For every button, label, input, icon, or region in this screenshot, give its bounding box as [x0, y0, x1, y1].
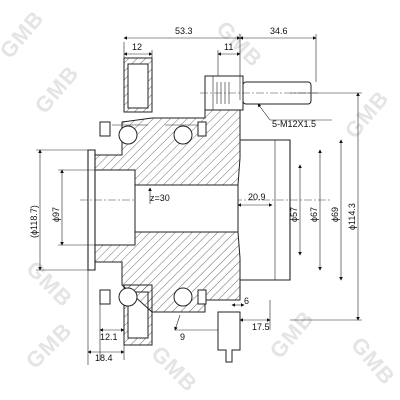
- dim-9: 9: [180, 332, 185, 342]
- dim-97: ϕ97: [51, 207, 61, 222]
- lower-stud: [217, 311, 241, 363]
- watermark-bottom-center: GMB: [146, 341, 202, 397]
- outer-housing: [240, 139, 291, 281]
- dim-17-5: 17.5: [252, 322, 270, 332]
- dim-114-3: ϕ114.3: [347, 203, 357, 230]
- dim-118-7: (ϕ118.7): [29, 205, 39, 238]
- watermark-top-left: GMB: [0, 6, 49, 64]
- seal-lower-right: [197, 289, 207, 305]
- bearing-upper: [99, 121, 207, 145]
- watermark-bottom-left: GMB: [21, 317, 77, 373]
- ball-lower-left: [118, 287, 138, 307]
- watermark-left-mid: GMB: [30, 61, 84, 119]
- dim-69: ϕ69: [330, 207, 340, 222]
- dim-34-6: 34.6: [270, 26, 288, 36]
- watermark-right-mid: GMB: [340, 86, 394, 144]
- watermark-bottom-right: GMB: [346, 332, 400, 390]
- seal-upper-right: [197, 121, 207, 137]
- ball-upper-right: [173, 125, 193, 145]
- seal-lower-left: [99, 289, 111, 305]
- hub-body-lower: [94, 231, 241, 313]
- dim-67: ϕ67: [309, 207, 319, 222]
- dim-11: 11: [224, 42, 233, 52]
- seal-upper-left: [99, 121, 111, 137]
- dim-6: 6: [244, 296, 249, 306]
- dim-stud-thread: 5-M12X1.5: [272, 119, 316, 129]
- watermark-top-center: GMB: [211, 16, 267, 72]
- dim-teeth: z=30: [150, 193, 170, 203]
- dim-53-3: 53.3: [175, 26, 193, 36]
- ball-lower-right: [173, 287, 193, 307]
- watermark-left-lower: GMB: [21, 256, 77, 312]
- dim-12: 12: [132, 42, 142, 52]
- watermark-right-lower: GMB: [265, 306, 319, 364]
- wheel-flange: [123, 57, 153, 346]
- bearing-lower: [99, 287, 207, 307]
- inner-race-outline: [87, 149, 96, 271]
- dim-20-9: 20.9: [248, 192, 266, 202]
- ball-upper-left: [118, 125, 138, 145]
- hub-body-upper: [94, 99, 241, 186]
- dim-57: ϕ57: [289, 207, 299, 222]
- dim-12-1: 12.1: [100, 332, 118, 342]
- central-bore: [134, 184, 239, 233]
- dim-18-4: 18.4: [95, 353, 113, 363]
